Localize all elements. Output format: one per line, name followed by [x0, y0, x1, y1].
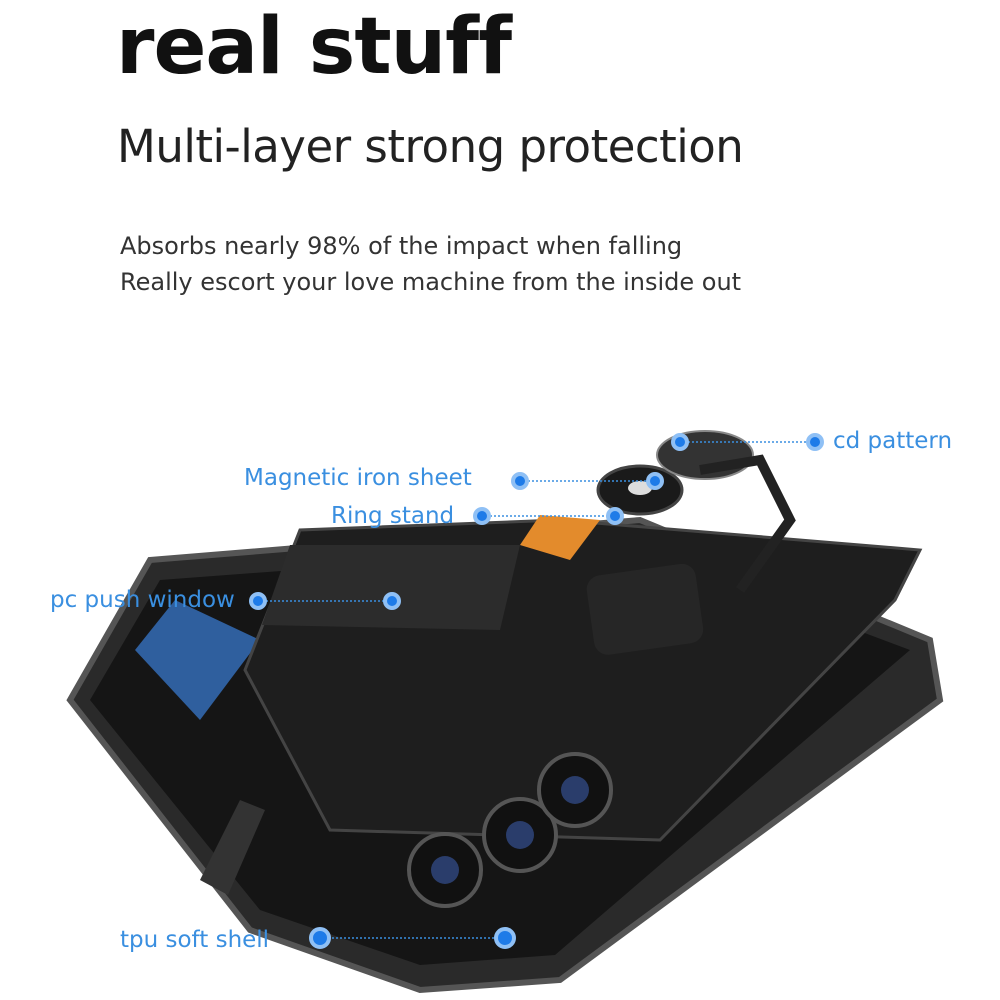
- callout-cd-pattern: cd pattern: [833, 428, 953, 454]
- callout-tpu-soft-shell: tpu soft shell: [120, 927, 270, 953]
- heading: real stuff: [116, 2, 512, 92]
- callout-pc-push-window: pc push window: [50, 587, 235, 613]
- callout-dots: [249, 433, 824, 949]
- callout-magnetic-iron-sheet: Magnetic iron sheet: [244, 465, 472, 491]
- push-window: [262, 545, 520, 630]
- callout-ring-stand: Ring stand: [331, 503, 455, 529]
- description-line-2: Really escort your love machine from the…: [120, 268, 742, 296]
- description-line-1: Absorbs nearly 98% of the impact when fa…: [120, 232, 683, 260]
- subheading: Multi-layer strong protection: [117, 120, 744, 173]
